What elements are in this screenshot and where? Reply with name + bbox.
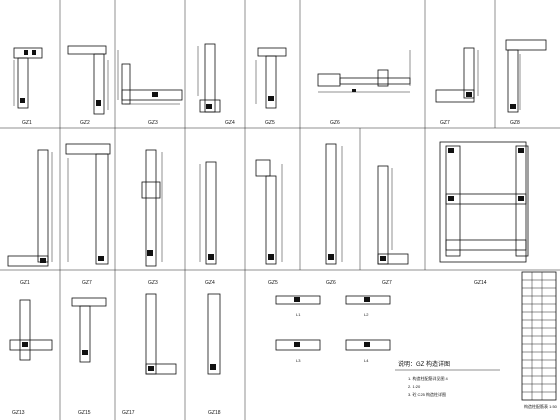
label-r1-7: GZ7 (440, 120, 450, 126)
detail-gz1-r2 (7, 149, 53, 267)
note-line-2: 2. 1:20 (408, 384, 421, 389)
detail-gz14-r2 (439, 141, 529, 263)
table-caption: 构造柱配筋表 1:50 (524, 403, 558, 409)
detail-gz5-r1 (255, 47, 287, 109)
beam-details (275, 295, 391, 351)
detail-gz4-r1 (197, 43, 221, 113)
note-line-3: 3. 砼 C25 构造柱详图 (408, 391, 446, 397)
detail-gz7-r1 (435, 47, 479, 103)
label-r2-1: GZ1 (20, 280, 30, 286)
label-r1-5: GZ5 (265, 120, 275, 126)
detail-gz3-r1 (117, 50, 183, 105)
detail-gz7-r2 (65, 143, 111, 265)
label-r3-1: GZ13 (12, 410, 25, 416)
label-r1-4: GZ4 (225, 120, 235, 126)
beam-label-3: L3 (296, 358, 301, 363)
detail-gz15-r3 (71, 297, 107, 363)
detail-gz8-r1 (505, 39, 547, 113)
detail-gz7b-r2 (377, 165, 409, 265)
detail-gz5-r2 (255, 159, 283, 265)
notes-title: 说明：GZ 构造详图 (398, 360, 450, 368)
label-r2-7: GZ7 (382, 280, 392, 286)
label-r1-1: GZ1 (22, 120, 32, 126)
detail-gz2-r1 (67, 45, 109, 115)
label-r1-3: GZ3 (148, 120, 158, 126)
detail-gz6-r2 (325, 143, 343, 265)
beam-label-1: L1 (296, 312, 301, 317)
label-r3-2: GZ15 (78, 410, 91, 416)
detail-gz13-r3 (9, 299, 53, 361)
label-r2-6: GZ6 (326, 280, 336, 286)
detail-gz6-r1 (317, 50, 411, 93)
detail-gz18-r3 (207, 293, 221, 375)
beam-label-4: L4 (364, 358, 369, 363)
label-r3-4: GZ18 (208, 410, 221, 416)
label-r2-3: GZ3 (148, 280, 158, 286)
detail-gz3-r2 (141, 149, 163, 267)
label-r3-3: GZ17 (122, 410, 135, 416)
detail-gz17-r3 (145, 293, 177, 375)
detail-gz4-r2 (199, 161, 217, 265)
label-r2-2: GZ7 (82, 280, 92, 286)
label-r2-4: GZ4 (205, 280, 215, 286)
label-r2-5: GZ5 (268, 280, 278, 286)
label-r1-6: GZ6 (330, 120, 340, 126)
label-r1-8: GZ8 (510, 120, 520, 126)
note-line-1: 1. 构造柱配筋详见图 4 (408, 375, 449, 381)
detail-gz1-r1 (13, 47, 43, 109)
label-r2-8: GZ14 (474, 280, 487, 286)
beam-label-2: L2 (364, 312, 369, 317)
label-r1-2: GZ2 (80, 120, 90, 126)
schedule-table (521, 271, 557, 401)
